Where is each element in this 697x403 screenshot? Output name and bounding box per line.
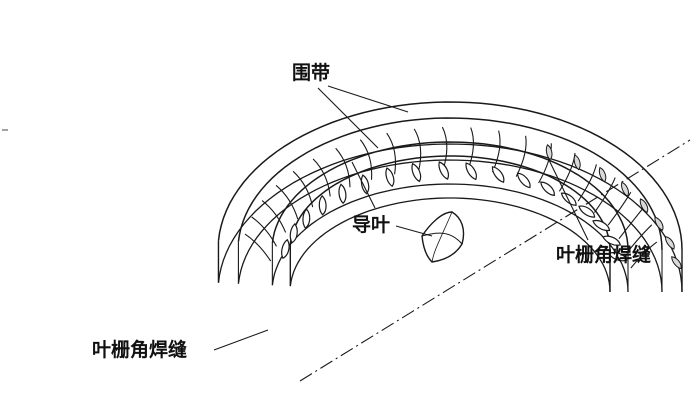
blade-6 [335, 147, 351, 188]
blade-9 [413, 128, 422, 171]
vane-opening-shape-16 [602, 235, 621, 246]
vane-opening-17 [607, 251, 628, 262]
vane-opening-2 [302, 208, 311, 229]
leader-vane-2 [395, 225, 433, 237]
blade-8 [386, 132, 397, 175]
vane-cascade [244, 126, 682, 270]
outer-opening-0 [545, 144, 553, 161]
blade-14 [538, 143, 552, 184]
blade-12 [491, 130, 501, 173]
outer-opening-shape-4 [639, 198, 649, 214]
vane-opening-12 [540, 181, 555, 197]
leader-shroud-2 [317, 87, 379, 149]
leader-lines [213, 85, 589, 351]
leader-weld-right [547, 157, 589, 241]
vane-opening-11 [516, 172, 531, 189]
outer-opening-1 [573, 154, 581, 171]
blade-16 [577, 164, 597, 202]
vane-opening-shape-6 [385, 167, 395, 188]
outer-opening-shape-6 [664, 235, 675, 250]
axis-centerline [299, 139, 691, 382]
vane-opening-shape-7 [411, 162, 422, 183]
guide-vane-part [421, 211, 465, 263]
blade-1 [251, 216, 277, 247]
vane-opening-13 [560, 192, 577, 206]
vane-opening-shape-13 [560, 192, 577, 206]
blade-11 [467, 127, 474, 170]
outer-opening-shape-3 [621, 181, 629, 197]
blade-10 [441, 126, 448, 170]
vane-opening-shape-17 [607, 251, 628, 262]
vane-opening-shape-4 [338, 183, 347, 205]
vane-opening-5 [360, 174, 370, 195]
leader-shroud-1 [327, 85, 409, 113]
vane-opening-9 [465, 162, 477, 181]
label-guide-vane: 导叶 [352, 214, 391, 236]
vane-opening-shape-3 [318, 194, 327, 216]
vane-opening-3 [318, 194, 327, 216]
outer-opening-3 [621, 181, 629, 197]
outer-opening-shape-7 [671, 256, 682, 270]
ring-top-edge-0 [217, 101, 683, 251]
vane-opening-shape-1 [289, 222, 298, 244]
ring-bottom-edge-1 [237, 159, 663, 293]
outer-opening-shape-0 [545, 144, 553, 161]
blade-4 [292, 170, 314, 208]
blade-17 [594, 177, 616, 213]
vane-opening-shape-9 [465, 162, 477, 181]
vane-opening-1 [289, 222, 298, 244]
blade-5 [312, 158, 331, 197]
vane-opening-shape-15 [592, 219, 611, 232]
vane-opening-8 [438, 161, 449, 180]
label-fillet-weld-right: 叶栅角焊缝 [556, 244, 652, 266]
vane-opening-shape-14 [578, 205, 596, 218]
blade-19 [618, 207, 644, 240]
leader-vane-1 [351, 161, 376, 209]
blade-7 [359, 139, 373, 180]
ring-bottom-edge-3 [289, 197, 611, 293]
outer-opening-5 [654, 216, 664, 231]
label-shroud: 围带 [292, 62, 331, 84]
vane-opening-shape-5 [360, 174, 370, 195]
vane-opening-shape-12 [540, 181, 555, 197]
blade-13 [515, 135, 527, 177]
blade-20 [626, 224, 653, 254]
vane-opening-7 [411, 162, 422, 183]
ring-top-edge-3 [289, 155, 611, 251]
outer-opening-4 [639, 198, 649, 214]
blade-3 [275, 184, 299, 220]
outer-opening-2 [598, 166, 607, 183]
leader-weld-left [213, 329, 269, 351]
outer-opening-shape-5 [654, 216, 664, 231]
vane-opening-4 [338, 183, 347, 205]
vane-opening-shape-8 [438, 161, 449, 180]
label-fillet-weld-left: 叶栅角焊缝 [92, 339, 188, 361]
blade-2 [261, 200, 287, 233]
blade-18 [607, 191, 632, 226]
vane-opening-shape-2 [302, 208, 311, 229]
vane-opening-shape-11 [516, 172, 531, 189]
vane-opening-6 [385, 167, 395, 188]
outer-opening-shape-2 [598, 166, 607, 183]
vane-opening-16 [602, 235, 621, 246]
shroud-ring [217, 101, 683, 293]
outer-opening-shape-1 [573, 154, 581, 171]
vane-opening-shape-10 [491, 166, 505, 183]
blade-21 [630, 241, 658, 269]
outer-opening-7 [671, 256, 682, 270]
vane-opening-shape-0 [281, 238, 290, 260]
vane-opening-14 [578, 205, 596, 218]
vane-opening-10 [491, 166, 505, 183]
vane-opening-0 [281, 238, 290, 260]
ring-bottom-edge-0 [217, 143, 683, 293]
outer-opening-6 [664, 235, 675, 250]
ring-top-edge-1 [237, 117, 663, 251]
vane-opening-15 [592, 219, 611, 232]
blade-0 [244, 233, 272, 262]
